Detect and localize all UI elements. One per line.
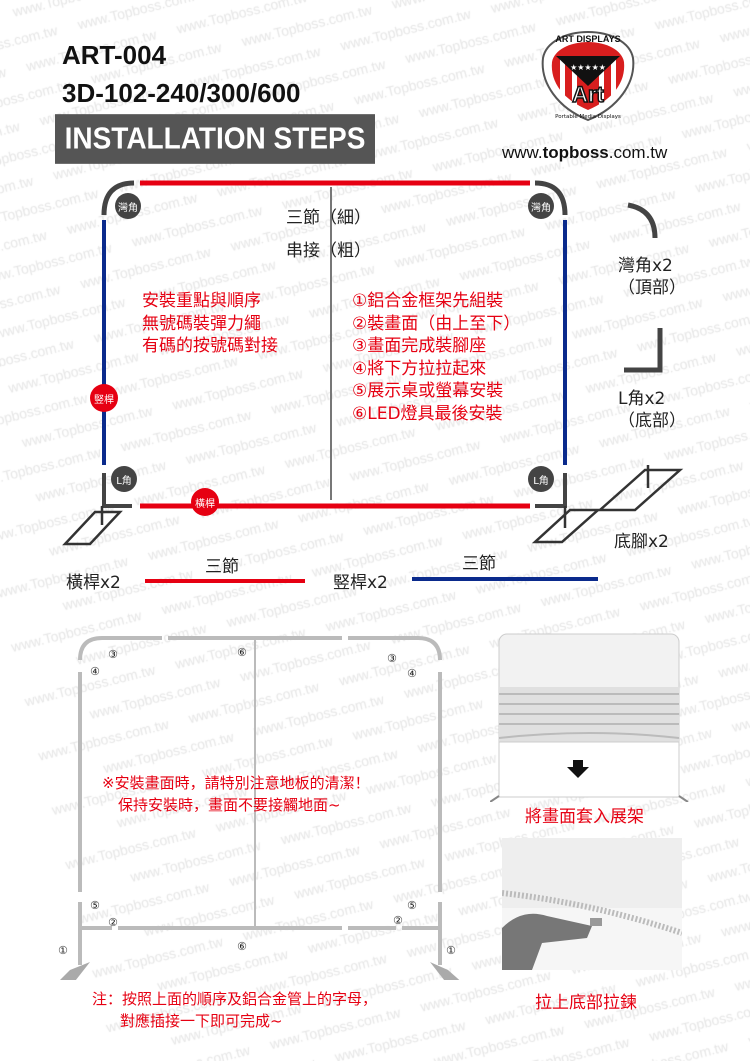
- part-base-foot: 底腳x2: [614, 532, 669, 552]
- badge-l-right: L角: [528, 466, 554, 492]
- left-foot-icon: [62, 506, 123, 546]
- website-prefix: www.: [502, 143, 543, 162]
- part-note: （底部）: [618, 411, 686, 431]
- svg-text:★★★★★: ★★★★★: [570, 63, 606, 72]
- marker: ③: [387, 652, 397, 665]
- caption-cover: 將畫面套入展架: [525, 807, 644, 827]
- part-note: （頂部）: [618, 278, 686, 298]
- key-points: 安裝重點與順序 無號碼裝彈力繩 有碼的按號碼對接: [142, 290, 278, 358]
- art-displays-logo: ★★★★★ Art ART DISPLAYS Portable Media Di…: [541, 30, 635, 122]
- marker: ⑤: [407, 899, 417, 912]
- warning-line: 保持安裝時，畫面不要接觸地面~: [118, 796, 341, 814]
- warning-line: ※安裝畫面時，請特別注意地板的清潔！: [102, 774, 370, 792]
- badge-horizontal: 橫桿: [191, 488, 219, 516]
- part-name: L角x2: [618, 389, 666, 409]
- caption-zipper: 拉上底部拉鍊: [535, 993, 637, 1013]
- website-suffix: .com.tw: [608, 143, 668, 162]
- badge-curve-right: 灣角: [528, 193, 554, 219]
- note-line: 對應插接一下即可完成~: [120, 1012, 283, 1030]
- model-sub: 3D-102-240/300/600: [62, 78, 301, 108]
- step-item: ④將下方拉拉起來: [352, 358, 487, 379]
- marker: ④: [90, 665, 100, 678]
- marker: ⑥: [237, 646, 247, 659]
- marker: ⑤: [90, 899, 100, 912]
- l-corner-part-icon: [624, 328, 663, 373]
- key-point: 安裝重點與順序: [142, 291, 261, 311]
- cover-photo: [490, 633, 689, 802]
- curve-part-icon: [627, 202, 658, 239]
- logo-bottom-text: Portable Media Displays: [555, 114, 621, 120]
- badge-vertical: 竪桿: [90, 384, 118, 412]
- step-item: ⑥LED燈具最後安裝: [352, 403, 503, 424]
- label-thin: 三節（細）: [286, 208, 371, 228]
- steps-list: ①鋁合金框架先組裝 ②裝畫面（由上至下） ③畫面完成裝腳座 ④將下方拉拉起來 ⑤…: [352, 290, 520, 425]
- zipper-photo: [502, 838, 682, 970]
- base-foot-part-icon: [596, 465, 684, 512]
- marker: ②: [108, 916, 118, 929]
- part-curve: 灣角x2（頂部）: [618, 255, 686, 299]
- badge-curve-left: 灣角: [115, 193, 141, 219]
- legend-vertical-note: 三節: [462, 554, 496, 574]
- step-item: ②裝畫面（由上至下）: [352, 313, 521, 334]
- legend-horizontal: 橫桿x2: [66, 573, 121, 593]
- website-bold: topboss: [542, 143, 609, 162]
- step-item: ①鋁合金框架先組裝: [352, 291, 504, 311]
- marker: ②: [393, 914, 403, 927]
- marker: ①: [446, 944, 456, 957]
- marker: ④: [407, 667, 417, 680]
- warning-note: ※安裝畫面時，請特別注意地板的清潔！ 保持安裝時，畫面不要接觸地面~: [102, 772, 370, 816]
- assembly-note: 注：按照上面的順序及鋁合金管上的字母， 對應插接一下即可完成~: [92, 988, 377, 1032]
- badge-l-left: L角: [111, 466, 137, 492]
- marker: ③: [108, 648, 118, 661]
- right-foot-icon: [531, 506, 602, 544]
- part-l-corner: L角x2（底部）: [618, 388, 686, 432]
- legend-vertical: 竪桿x2: [333, 573, 388, 593]
- step-item: ③畫面完成裝腳座: [352, 336, 487, 356]
- installation-steps-title: INSTALLATION STEPS: [55, 114, 375, 164]
- label-thick: 串接（粗）: [286, 241, 371, 261]
- logo-art-text: Art: [572, 82, 604, 107]
- logo-top-text: ART DISPLAYS: [555, 34, 620, 44]
- model-number: ART-004: [62, 40, 167, 70]
- key-point: 無號碼裝彈力繩: [142, 313, 261, 334]
- marker: ①: [58, 944, 68, 957]
- marker: ⑥: [237, 940, 247, 953]
- step-item: ⑤展示桌或螢幕安裝: [352, 381, 504, 401]
- part-name: 灣角x2: [618, 256, 673, 276]
- note-line: 注：按照上面的順序及鋁合金管上的字母，: [92, 990, 378, 1008]
- legend-horizontal-note: 三節: [205, 557, 239, 577]
- website[interactable]: www.topboss.com.tw: [502, 143, 667, 163]
- key-point: 有碼的按號碼對接: [142, 336, 278, 356]
